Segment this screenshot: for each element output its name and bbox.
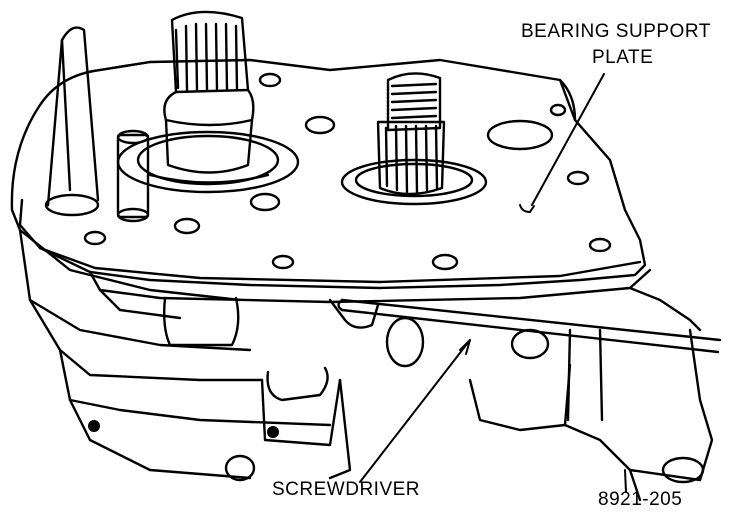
bearing-support-plate-label-line1: BEARING SUPPORT <box>521 21 711 42</box>
figure-number: 8921-205 <box>598 489 683 510</box>
bearing-support-plate-label-line2: PLATE <box>592 47 654 68</box>
bearing-support-plate <box>18 58 702 332</box>
plate-holes <box>83 72 612 271</box>
lower-bosses <box>162 296 705 484</box>
screwdriver-label: SCREWDRIVER <box>272 479 421 500</box>
bolt-heads <box>88 420 279 438</box>
output-shaft <box>340 72 488 206</box>
leader-lines <box>359 73 627 493</box>
screwdriver-tool <box>337 298 722 354</box>
dowel-post <box>116 129 150 223</box>
input-shaft <box>116 10 300 194</box>
oil-tube <box>44 26 100 217</box>
